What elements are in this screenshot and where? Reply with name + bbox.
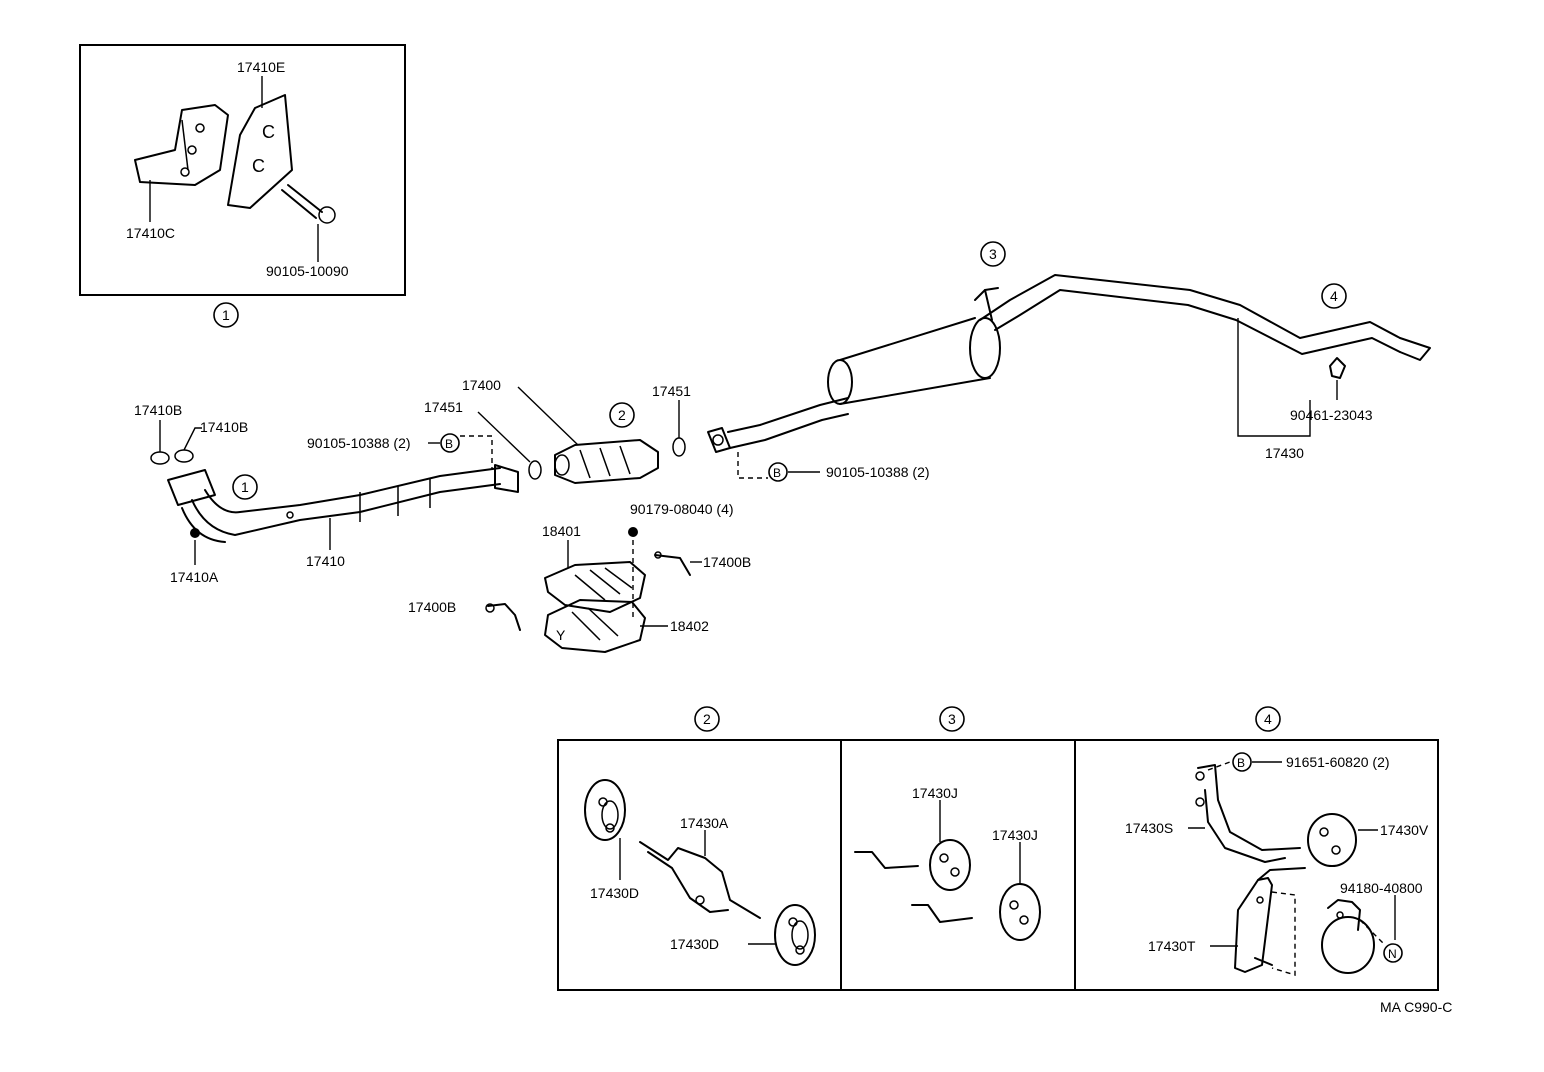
label-17430J-a: 17430J <box>912 785 958 801</box>
callout-b-panel4-text: B <box>1237 756 1245 770</box>
bracket-17430S <box>1195 764 1301 863</box>
label-18402: 18402 <box>670 618 709 634</box>
label-17400B-left: 17400B <box>408 599 456 615</box>
shield-mark-c2: C <box>252 156 265 176</box>
label-17410: 17410 <box>306 553 345 569</box>
label-17430S: 17430S <box>1125 820 1173 836</box>
label-17451-left: 17451 <box>424 399 463 415</box>
gasket-17451-left <box>528 460 542 480</box>
label-17430D-b: 17430D <box>670 936 719 952</box>
label-90461-23043: 90461-23043 <box>1290 407 1373 423</box>
callout-2-converter: 2 <box>609 402 635 428</box>
label-18401: 18401 <box>542 523 581 539</box>
shield-mark-c1: C <box>262 122 275 142</box>
bracket-17410C <box>134 104 229 186</box>
label-17451-right: 17451 <box>652 383 691 399</box>
inset-box-1 <box>79 44 406 296</box>
label-17410E: 17410E <box>237 59 285 75</box>
callout-3-muffler-text: 3 <box>989 246 997 262</box>
label-17400: 17400 <box>462 377 501 393</box>
callout-n-panel4: N <box>1383 943 1403 963</box>
callout-b-right: B <box>768 462 788 482</box>
nut-90179-08040 <box>628 527 638 537</box>
insulator-18401 <box>544 561 646 613</box>
label-90105-10388-left: 90105-10388 (2) <box>307 435 411 451</box>
callout-1-inset-text: 1 <box>222 307 230 323</box>
label-90179-08040: 90179-08040 (4) <box>630 501 734 517</box>
label-90105-10090: 90105-10090 <box>266 263 349 279</box>
label-17430: 17430 <box>1265 445 1304 461</box>
hanger-17430D-a <box>584 779 626 841</box>
callout-b-panel4: B <box>1232 752 1252 772</box>
heat-shield-17410E: C C <box>227 94 293 209</box>
bracket-17400B-left <box>485 603 521 631</box>
gasket-17410B-b <box>174 449 194 463</box>
callout-4-panel: 4 <box>1255 706 1281 732</box>
label-94180-40800: 94180-40800 <box>1340 880 1423 896</box>
callout-b-left: B <box>440 433 460 453</box>
label-17410A: 17410A <box>170 569 219 585</box>
gasket-17410B-a <box>150 451 170 465</box>
catalytic-converter-17400 <box>554 439 659 484</box>
hanger-17430V <box>1307 813 1357 867</box>
label-90105-10388-right: 90105-10388 (2) <box>826 464 930 480</box>
callout-b-right-text: B <box>773 466 781 480</box>
callout-1-inset: 1 <box>213 302 239 328</box>
hanger-17430J-b <box>999 883 1041 941</box>
nut-17410A <box>190 528 200 538</box>
callout-4-tailpipe-text: 4 <box>1330 288 1338 304</box>
callout-4-panel-text: 4 <box>1264 711 1272 727</box>
insulator-mark-y: Y <box>556 627 566 643</box>
detail-panels <box>557 739 1439 991</box>
bracket-17430A <box>639 841 761 919</box>
label-17410C: 17410C <box>126 225 175 241</box>
callout-3-muffler: 3 <box>980 241 1006 267</box>
label-17400B-right: 17400B <box>703 554 751 570</box>
callout-4-tailpipe: 4 <box>1321 283 1347 309</box>
reference-code: MA C990-C <box>1380 999 1452 1015</box>
callout-3-panel-text: 3 <box>948 711 956 727</box>
label-17410B-b: 17410B <box>200 419 248 435</box>
hanger-17430J-a <box>929 839 971 891</box>
callout-b-left-text: B <box>445 437 453 451</box>
clamp-94180-40800 <box>1321 899 1375 974</box>
callout-2-converter-text: 2 <box>618 407 626 423</box>
rod-panel3-a <box>854 851 919 869</box>
tail-pipe-17430 <box>707 274 1431 453</box>
label-17430J-b: 17430J <box>992 827 1038 843</box>
hanger-17430D-b <box>774 904 816 966</box>
clamp-90461-23043 <box>1329 357 1346 379</box>
callout-2-panel: 2 <box>694 706 720 732</box>
gasket-17451-right <box>672 437 686 457</box>
callout-3-panel: 3 <box>939 706 965 732</box>
insulator-18402: Y <box>544 599 646 653</box>
label-17430A: 17430A <box>680 815 729 831</box>
label-91651-60820: 91651-60820 (2) <box>1286 754 1390 770</box>
callout-n-panel4-text: N <box>1388 947 1397 961</box>
label-17430D-a: 17430D <box>590 885 639 901</box>
label-17430V: 17430V <box>1380 822 1429 838</box>
label-17430T: 17430T <box>1148 938 1196 954</box>
rod-panel3-b <box>911 904 973 923</box>
callout-2-panel-text: 2 <box>703 711 711 727</box>
bolt-90105-10090 <box>281 184 336 224</box>
label-17410B-a: 17410B <box>134 402 182 418</box>
bracket-17400B-right <box>654 551 691 576</box>
callout-1-pipe: 1 <box>232 474 258 500</box>
front-pipe-17410 <box>167 464 519 543</box>
bracket-17430T <box>1234 867 1306 973</box>
callout-1-pipe-text: 1 <box>241 479 249 495</box>
